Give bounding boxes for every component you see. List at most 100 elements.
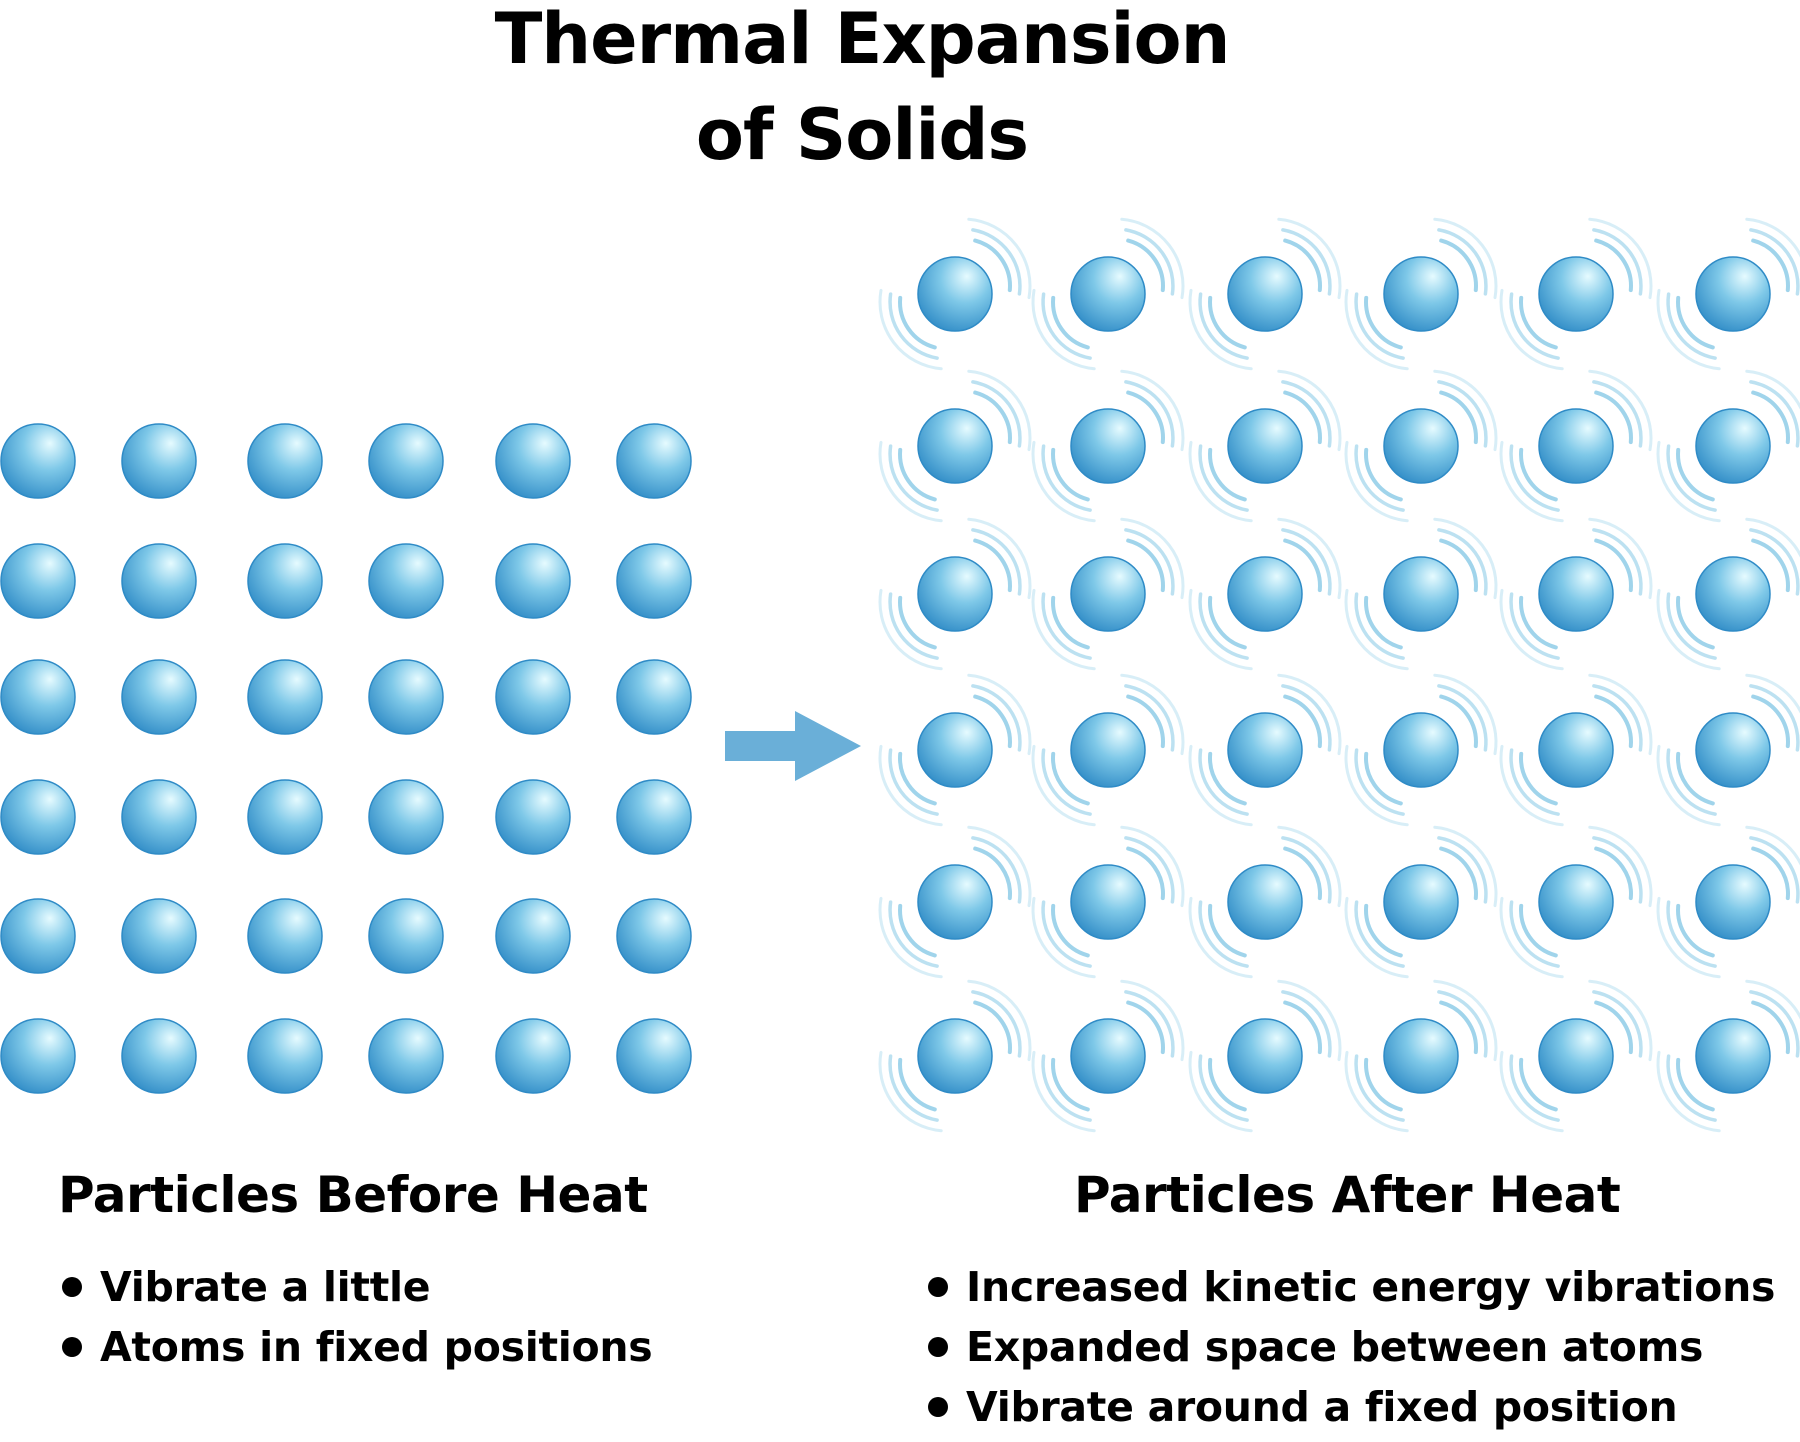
particle-after xyxy=(917,1018,993,1094)
particle-before xyxy=(0,423,76,499)
vibration-arc xyxy=(1281,380,1332,448)
vibration-arc xyxy=(967,369,1032,452)
vibration-arc xyxy=(1051,447,1090,502)
vibration-arc xyxy=(1751,694,1790,749)
vibrating-particle xyxy=(1188,825,1342,979)
vibration-arc xyxy=(1281,684,1332,752)
particle-before xyxy=(368,423,444,499)
particle-after xyxy=(917,864,993,940)
vibration-arc xyxy=(1120,825,1185,908)
vibration-arc xyxy=(1433,979,1498,1062)
vibration-arc xyxy=(1499,288,1564,371)
vibration-arc xyxy=(1519,751,1558,806)
particle-after xyxy=(1383,864,1459,940)
vibration-arc xyxy=(1439,846,1478,901)
vibration-arc xyxy=(1666,748,1717,816)
vibrating-particle xyxy=(878,217,1032,371)
vibration-arc xyxy=(1656,288,1721,371)
diagram-title-line-2: of Solids xyxy=(695,94,1029,176)
vibration-arc xyxy=(973,390,1012,445)
vibration-arc xyxy=(1126,538,1165,593)
vibration-arc xyxy=(1666,592,1717,660)
particle-after xyxy=(1538,556,1614,632)
vibration-arc xyxy=(1188,440,1253,523)
vibration-arc xyxy=(1588,825,1653,908)
before-bullet-item: Atoms in fixed positions xyxy=(58,1322,653,1382)
vibration-arc xyxy=(898,903,937,958)
particle-before xyxy=(616,1018,692,1094)
particle-diagram xyxy=(0,217,1800,1133)
vibration-arc xyxy=(1208,595,1247,650)
vibration-arc xyxy=(1124,528,1175,596)
particle-before xyxy=(368,659,444,735)
particle-before xyxy=(495,898,571,974)
vibrating-particle xyxy=(1499,369,1653,523)
vibration-arc xyxy=(1344,896,1409,979)
vibration-arc xyxy=(1124,836,1175,904)
particle-before xyxy=(495,659,571,735)
vibration-arc xyxy=(1751,390,1790,445)
vibration-arc xyxy=(1499,744,1564,827)
before-bullet-item: Vibrate a little xyxy=(58,1262,652,1322)
vibration-arc xyxy=(888,748,939,816)
vibration-arc xyxy=(973,694,1012,749)
vibration-arc xyxy=(1433,369,1498,452)
vibration-arc xyxy=(1041,592,1092,660)
vibration-arc xyxy=(1509,748,1560,816)
vibration-arc xyxy=(1277,369,1342,452)
particle-before xyxy=(247,659,323,735)
particle-after xyxy=(1070,712,1146,788)
vibration-arc xyxy=(1588,673,1653,756)
bullet-dot-icon xyxy=(62,1337,82,1357)
particle-after xyxy=(1695,408,1771,484)
vibration-arc xyxy=(1592,380,1643,448)
vibration-arc xyxy=(1499,440,1564,523)
particle-after xyxy=(1538,864,1614,940)
particle-before xyxy=(121,1018,197,1094)
vibration-arc xyxy=(888,1054,939,1122)
vibration-arc xyxy=(1439,538,1478,593)
vibrating-particle xyxy=(1499,217,1653,371)
vibration-arc xyxy=(1519,595,1558,650)
bullet-dot-icon xyxy=(928,1337,948,1357)
vibration-arc xyxy=(1031,288,1096,371)
particle-before xyxy=(495,423,571,499)
vibration-arc xyxy=(1208,751,1247,806)
vibrating-particle xyxy=(1499,517,1653,671)
vibrating-particle xyxy=(1344,825,1498,979)
particle-before xyxy=(368,543,444,619)
particle-after xyxy=(1538,1018,1614,1094)
after-bullet-text: Expanded space between atoms xyxy=(966,1323,1704,1371)
after-bullet-item: Increased kinetic energy vibrations xyxy=(924,1262,1775,1322)
vibration-arc xyxy=(1656,1050,1721,1133)
particle-after xyxy=(1070,408,1146,484)
vibrating-particle xyxy=(1031,369,1185,523)
bullet-dot-icon xyxy=(62,1277,82,1297)
vibration-arc xyxy=(1666,1054,1717,1122)
vibrating-particle xyxy=(1499,825,1653,979)
particle-after xyxy=(917,556,993,632)
vibration-arc xyxy=(878,744,943,827)
vibration-arc xyxy=(878,440,943,523)
before-bullet-text: Atoms in fixed positions xyxy=(100,1323,653,1371)
vibration-arc xyxy=(1364,903,1403,958)
vibration-arc xyxy=(1437,528,1488,596)
vibration-arc xyxy=(1364,751,1403,806)
particle-after xyxy=(1538,712,1614,788)
vibration-arc xyxy=(1364,447,1403,502)
vibration-arc xyxy=(1439,238,1478,293)
particle-before xyxy=(247,779,323,855)
vibrating-particle xyxy=(878,673,1032,827)
vibrating-particle xyxy=(878,825,1032,979)
vibration-arc xyxy=(1124,228,1175,296)
vibration-arc xyxy=(1656,896,1721,979)
vibration-arc xyxy=(1666,900,1717,968)
vibration-arc xyxy=(878,288,943,371)
vibration-arc xyxy=(1126,1000,1165,1055)
vibration-arc xyxy=(1749,990,1800,1058)
vibration-arc xyxy=(973,538,1012,593)
vibration-arc xyxy=(1281,836,1332,904)
vibration-arc xyxy=(1519,295,1558,350)
vibrating-particle xyxy=(1656,673,1800,827)
vibration-arc xyxy=(1283,538,1322,593)
